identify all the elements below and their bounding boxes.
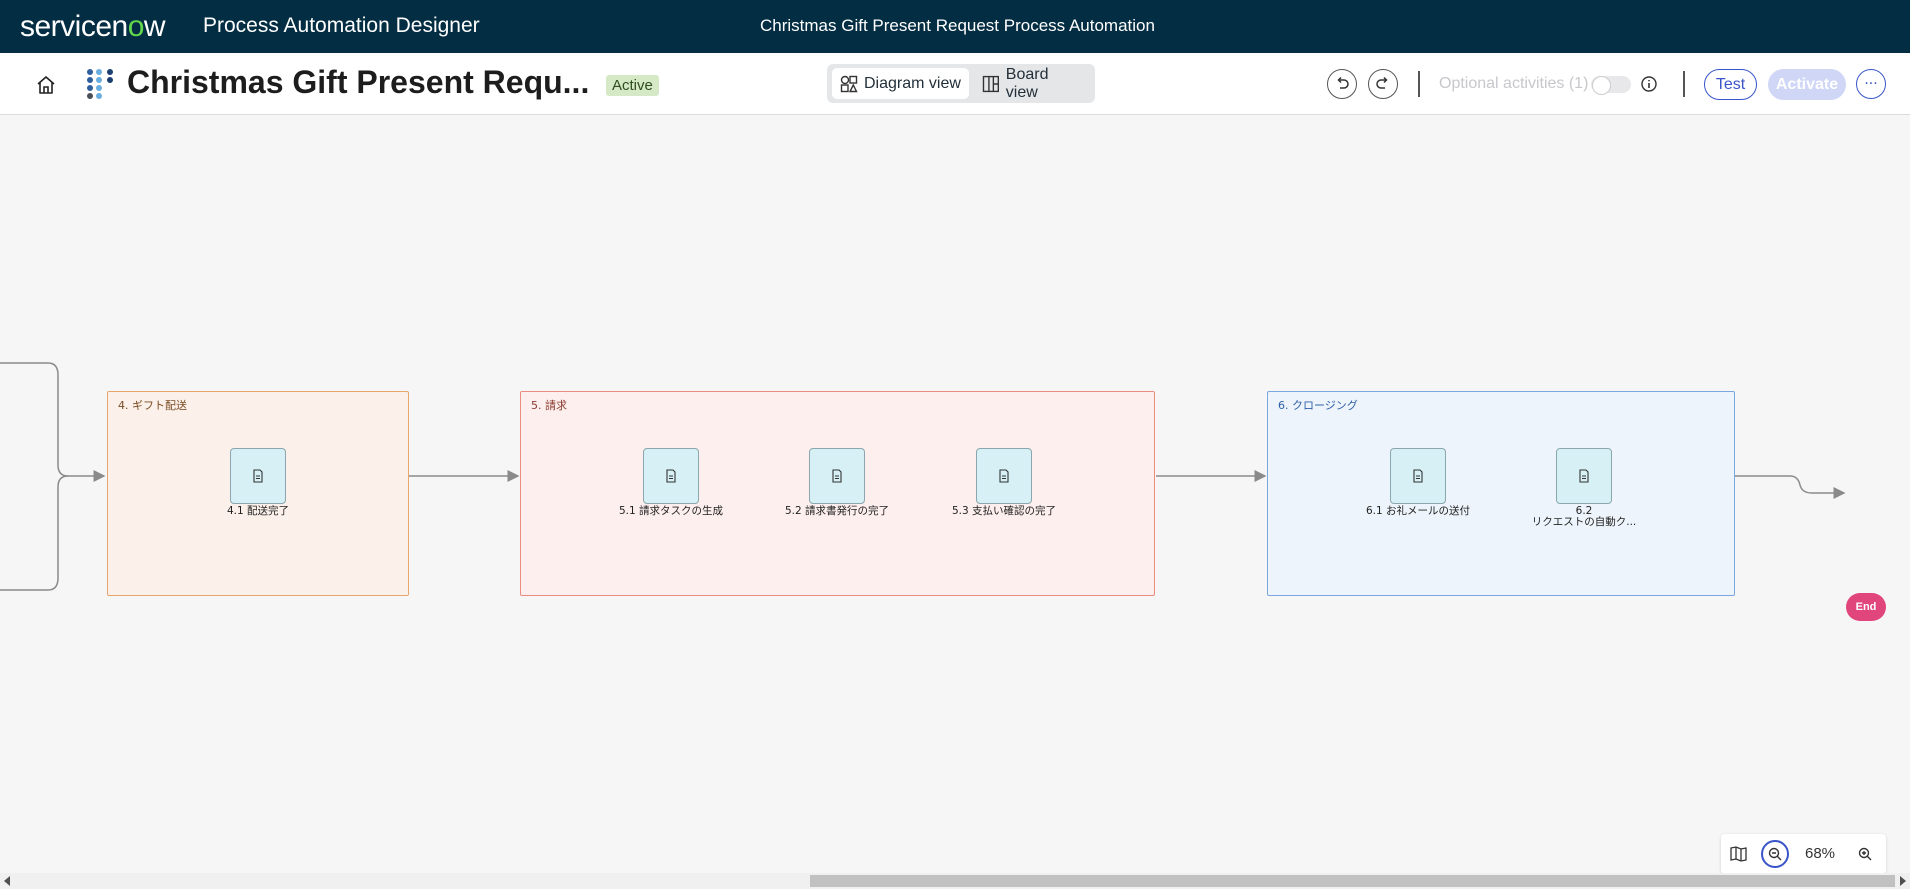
activity-label: 5.3 支払い確認の完了: [951, 505, 1057, 517]
activity-label: リクエストの自動ク...: [1531, 516, 1637, 528]
activity-6-1[interactable]: [1390, 448, 1446, 504]
window-title: Christmas Gift Present Request Process A…: [760, 16, 1155, 35]
activity-5-3[interactable]: [976, 448, 1032, 504]
board-view-button[interactable]: Board view: [974, 66, 1092, 101]
zoom-controls: 68%: [1721, 834, 1886, 874]
status-badge: Active: [606, 75, 659, 96]
more-icon: ···: [1864, 76, 1878, 92]
more-options-button[interactable]: ···: [1856, 69, 1886, 99]
top-bar: servicenow Process Automation Designer C…: [0, 0, 1910, 53]
minimap-button[interactable]: [1725, 840, 1753, 868]
activity-label: 6.1 お礼メールの送付: [1365, 505, 1471, 517]
horizontal-scrollbar[interactable]: [0, 873, 1910, 889]
designer-header: Christmas Gift Present Requ... Active Di…: [0, 53, 1910, 115]
optional-activities-label: Optional activities (1): [1439, 75, 1589, 92]
process-title[interactable]: Christmas Gift Present Requ...: [127, 64, 590, 100]
zoom-out-button[interactable]: [1761, 840, 1789, 868]
document-icon: [1413, 469, 1423, 483]
process-icon: [87, 69, 113, 99]
view-toggle: Diagram view Board view: [827, 64, 1095, 103]
app-name: Process Automation Designer: [203, 14, 480, 37]
process-canvas[interactable]: 4. ギフト配送 4.1 配送完了 5. 請求 5.1 請求タスクの生成 5.2…: [0, 115, 1910, 873]
undo-icon: [1337, 76, 1349, 89]
divider: [1683, 71, 1685, 97]
lane-title: 5. 請求: [531, 399, 567, 412]
document-icon: [832, 469, 842, 483]
activity-label: 5.1 請求タスクの生成: [618, 505, 724, 517]
zoom-in-button[interactable]: [1851, 840, 1879, 868]
activity-4-1[interactable]: [230, 448, 286, 504]
document-icon: [666, 469, 676, 483]
activity-5-2[interactable]: [809, 448, 865, 504]
end-node[interactable]: End: [1846, 593, 1886, 621]
info-icon[interactable]: [1640, 75, 1658, 93]
test-button[interactable]: Test: [1704, 69, 1757, 100]
scroll-left-icon[interactable]: [4, 876, 10, 886]
diagram-view-button[interactable]: Diagram view: [832, 68, 969, 99]
diagram-icon: [840, 75, 858, 92]
redo-icon: [1376, 76, 1388, 89]
servicenow-logo[interactable]: servicenow: [20, 10, 166, 43]
lane-closing[interactable]: 6. クロージング: [1267, 391, 1735, 596]
activate-button[interactable]: Activate: [1768, 69, 1846, 100]
zoom-out-icon: [1768, 847, 1782, 861]
activity-6-2[interactable]: [1556, 448, 1612, 504]
board-icon: [982, 75, 999, 92]
document-icon: [253, 469, 263, 483]
lane-title: 4. ギフト配送: [118, 399, 187, 412]
zoom-in-icon: [1858, 847, 1872, 861]
document-icon: [1579, 469, 1589, 483]
divider: [1418, 71, 1420, 97]
redo-button[interactable]: [1368, 69, 1398, 99]
optional-activities-toggle[interactable]: [1591, 76, 1631, 95]
map-icon: [1730, 846, 1747, 862]
activity-label: 6.2: [1575, 505, 1593, 517]
lane-title: 6. クロージング: [1278, 399, 1358, 412]
activity-label: 5.2 請求書発行の完了: [784, 505, 890, 517]
document-icon: [999, 469, 1009, 483]
undo-button[interactable]: [1327, 69, 1357, 99]
zoom-level: 68%: [1805, 845, 1836, 862]
activity-5-1[interactable]: [643, 448, 699, 504]
home-icon[interactable]: [34, 73, 58, 97]
activity-label: 4.1 配送完了: [226, 505, 290, 517]
scrollbar-thumb[interactable]: [810, 875, 1895, 887]
scroll-right-icon[interactable]: [1900, 876, 1906, 886]
